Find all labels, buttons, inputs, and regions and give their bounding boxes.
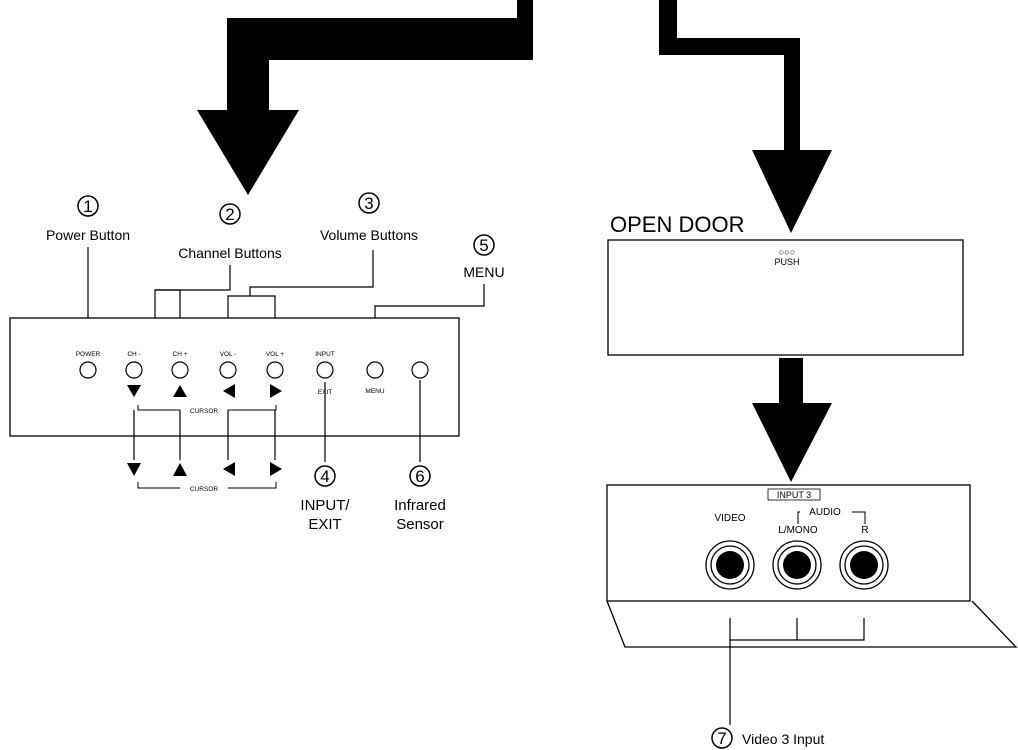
svg-text:VOL -: VOL - (220, 351, 237, 358)
svg-text:Video 3 Input: Video 3 Input (742, 731, 824, 747)
svg-text:PUSH: PUSH (774, 257, 799, 267)
cursor-up-icon (173, 385, 187, 397)
audio-r-jack[interactable] (839, 540, 889, 590)
svg-text:POWER: POWER (76, 351, 101, 358)
svg-text:Sensor: Sensor (396, 516, 444, 533)
svg-text:7: 7 (717, 729, 726, 748)
cursor-right-icon (270, 462, 282, 476)
svg-text:AUDIO: AUDIO (809, 507, 841, 518)
svg-text:1: 1 (83, 197, 92, 216)
svg-text:L/MONO: L/MONO (778, 525, 818, 536)
cursor-left-icon (223, 384, 235, 398)
door-panel: OPEN DOOR ○○○ PUSH (607, 212, 964, 356)
menu-button[interactable] (366, 361, 384, 379)
cursor-up-icon (173, 463, 187, 476)
ch-minus-button[interactable] (125, 361, 143, 379)
callout-infrared-sensor: 6 Infrared Sensor (394, 380, 446, 533)
arrow-right-big (659, 0, 832, 233)
cursor-down-icon (127, 385, 141, 397)
input3-panel: INPUT 3 VIDEO L/MONO R AUDIO (606, 484, 1018, 648)
vol-plus-button[interactable] (266, 361, 284, 379)
svg-text:Infrared: Infrared (394, 497, 446, 514)
svg-text:MENU: MENU (463, 264, 504, 280)
front-control-panel: POWER CH - CH + VOL - VOL + INPUT EXIT M… (9, 317, 460, 437)
svg-text:INPUT/: INPUT/ (300, 497, 350, 514)
callout-volume: 3 Volume Buttons (227, 192, 418, 318)
svg-text:VOL +: VOL + (266, 351, 285, 358)
svg-text:Power Button: Power Button (46, 227, 130, 243)
svg-text:3: 3 (364, 194, 373, 213)
svg-text:CH +: CH + (173, 351, 188, 358)
svg-text:OPEN DOOR: OPEN DOOR (610, 212, 744, 237)
svg-text:Channel Buttons: Channel Buttons (178, 245, 282, 261)
svg-text:MENU: MENU (365, 388, 384, 395)
svg-text:EXIT: EXIT (308, 516, 341, 533)
svg-text:4: 4 (320, 467, 329, 486)
vol-minus-button[interactable] (219, 361, 237, 379)
callout-menu: 5 MENU (374, 234, 505, 345)
svg-text:CURSOR: CURSOR (190, 486, 218, 493)
audio-l-mono-jack[interactable] (772, 540, 822, 590)
svg-text:R: R (861, 525, 868, 536)
svg-text:VIDEO: VIDEO (714, 513, 745, 524)
push-dots: ○○○ (779, 247, 795, 257)
callout-input-exit: 4 INPUT/ EXIT (300, 382, 350, 533)
svg-text:5: 5 (479, 236, 488, 255)
cursor-down-icon (127, 463, 141, 476)
svg-text:CURSOR: CURSOR (190, 408, 218, 415)
svg-text:INPUT: INPUT (315, 351, 335, 358)
svg-text:6: 6 (415, 467, 424, 486)
arrow-left-big (197, 0, 533, 195)
callout-video3-input: 7 Video 3 Input (711, 618, 865, 749)
svg-text:Volume Buttons: Volume Buttons (320, 227, 418, 243)
arrow-down-middle (752, 358, 832, 482)
svg-text:INPUT 3: INPUT 3 (777, 490, 811, 500)
input-exit-button[interactable] (316, 361, 334, 379)
svg-text:2: 2 (225, 205, 234, 224)
cursor-left-icon (223, 462, 235, 476)
video-jack[interactable] (705, 540, 755, 590)
callout-channel: 2 Channel Buttons (154, 203, 282, 318)
cursor-right-icon (270, 384, 282, 398)
power-button[interactable] (79, 361, 97, 379)
cursor-legend: CURSOR (127, 410, 282, 493)
svg-text:CH -: CH - (127, 351, 140, 358)
ch-plus-button[interactable] (171, 361, 189, 379)
infrared-sensor (411, 361, 429, 379)
